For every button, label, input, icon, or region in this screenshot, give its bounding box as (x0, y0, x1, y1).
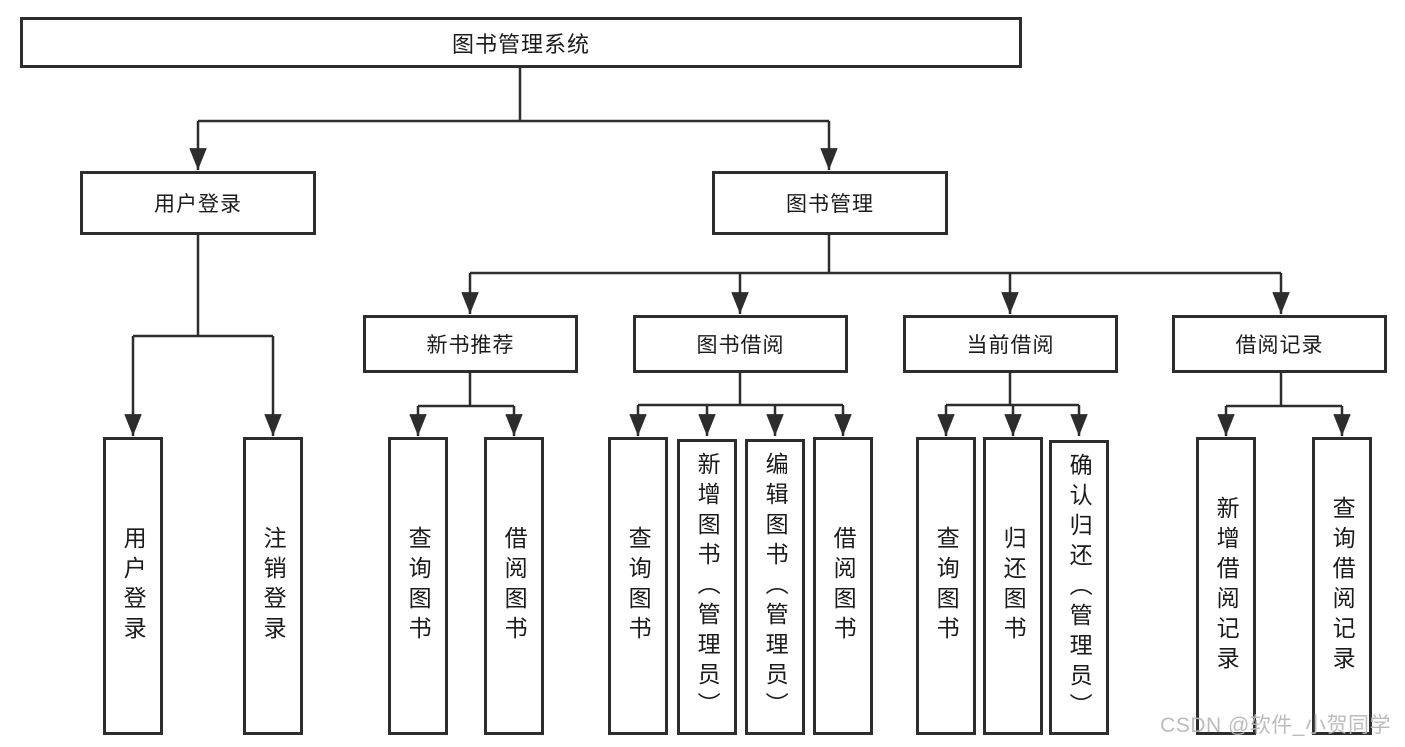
leaf-query-books-3: 查询图书 (916, 437, 976, 735)
node-current-borrow: 当前借阅 (903, 315, 1118, 373)
leaf-query-books-2: 查询图书 (608, 437, 668, 735)
leaf-label: 归还图书 (1000, 526, 1027, 646)
leaf-label: 新增图书（管理员） (694, 452, 721, 722)
connector-current-borrow (937, 373, 1088, 436)
connector-new-book-recommend (409, 373, 523, 436)
leaf-logout: 注销登录 (243, 437, 303, 735)
leaf-label: 借阅图书 (830, 526, 857, 646)
node-label: 当前借阅 (966, 334, 1055, 357)
leaf-label: 借阅图书 (501, 526, 528, 646)
node-new-book-recommend: 新书推荐 (363, 315, 578, 373)
node-borrow-records: 借阅记录 (1172, 315, 1387, 373)
node-library-management-system: 图书管理系统 (20, 17, 1022, 68)
leaf-label: 新增借阅记录 (1213, 496, 1240, 676)
node-label: 图书管理系统 (451, 31, 590, 57)
leaf-label: 注销登录 (260, 526, 287, 646)
connector-user-login (124, 235, 282, 436)
leaf-add-book-admin: 新增图书（管理员） (677, 439, 737, 735)
leaf-borrow-books-2: 借阅图书 (813, 437, 873, 735)
leaf-label: 查询图书 (933, 526, 960, 646)
leaf-label: 编辑图书（管理员） (762, 452, 789, 722)
connector-book-management (461, 235, 1290, 314)
node-user-login: 用户登录 (80, 171, 316, 235)
leaf-query-borrow-record: 查询借阅记录 (1312, 437, 1372, 735)
connector-root-level (189, 68, 838, 170)
leaf-label: 查询图书 (625, 526, 652, 646)
node-label: 用户登录 (154, 193, 242, 216)
leaf-label: 查询借阅记录 (1329, 496, 1356, 676)
leaf-user-login: 用户登录 (103, 437, 163, 735)
node-label: 图书管理 (786, 193, 874, 216)
node-label: 新书推荐 (426, 334, 515, 357)
leaf-label: 确认归还（管理员） (1066, 452, 1093, 723)
leaf-confirm-return-admin: 确认归还（管理员） (1049, 440, 1109, 735)
leaf-label: 查询图书 (405, 526, 432, 646)
node-label: 图书借阅 (696, 334, 785, 357)
node-label: 借阅记录 (1235, 334, 1324, 357)
leaf-edit-book-admin: 编辑图书（管理员） (745, 439, 805, 735)
node-book-management: 图书管理 (712, 171, 948, 235)
leaf-return-book: 归还图书 (983, 437, 1043, 735)
leaf-query-books-1: 查询图书 (388, 437, 448, 735)
connector-borrow-records (1217, 373, 1351, 436)
connector-book-borrow (629, 373, 852, 436)
leaf-label: 用户登录 (120, 526, 147, 646)
leaf-borrow-books-1: 借阅图书 (484, 437, 544, 735)
node-book-borrow: 图书借阅 (633, 315, 848, 373)
csdn-watermark: CSDN @软件_小贺同学 (1160, 714, 1391, 737)
leaf-add-borrow-record: 新增借阅记录 (1196, 437, 1256, 735)
